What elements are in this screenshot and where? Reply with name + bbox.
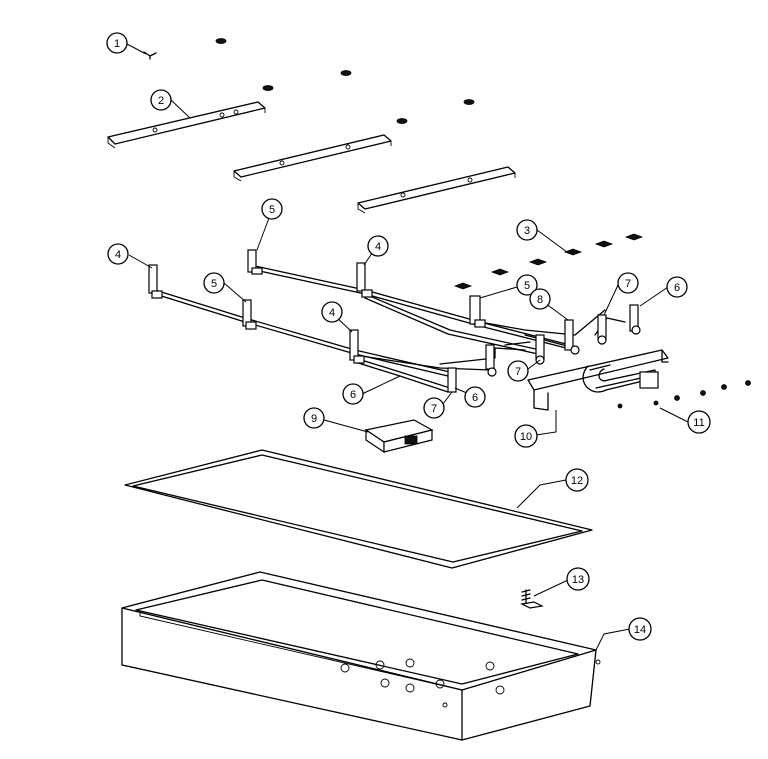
valve-5-left <box>242 299 257 330</box>
screw-13 <box>520 589 544 609</box>
callout-7a: 7 <box>423 397 445 419</box>
callout-12-label: 12 <box>571 475 583 487</box>
callout-1-label: 1 <box>114 38 120 50</box>
callout-5b-label: 5 <box>211 278 217 290</box>
valve-7-right <box>597 314 607 345</box>
callout-7b: 7 <box>507 360 529 382</box>
callout-6b: 6 <box>464 386 486 408</box>
callout-7c: 7 <box>617 272 639 294</box>
valve-5-right <box>469 295 486 328</box>
callout-4a: 4 <box>107 243 129 265</box>
callout-14-label: 14 <box>634 624 646 636</box>
gasket-frame <box>124 449 593 569</box>
callout-6c-label: 6 <box>674 282 680 294</box>
callout-10: 10 <box>514 424 538 448</box>
valve-4-left <box>148 264 163 299</box>
valve-4-mid <box>349 329 365 364</box>
valve-7-mid <box>535 334 545 365</box>
callout-3-label: 3 <box>524 225 530 237</box>
valve-5-top <box>247 249 263 275</box>
callout-14: 14 <box>628 617 652 641</box>
callout-6c: 6 <box>666 276 688 298</box>
valve-6-lower <box>447 367 457 393</box>
callout-13: 13 <box>566 567 590 591</box>
callout-5b: 5 <box>203 272 225 294</box>
callout-4b-label: 4 <box>375 241 381 253</box>
callout-12: 12 <box>565 468 589 492</box>
callout-5a-label: 5 <box>269 204 275 216</box>
bracket-strip-2 <box>233 134 392 182</box>
ignition-module <box>364 419 434 454</box>
valve-8 <box>564 319 580 355</box>
callout-4c-label: 4 <box>329 307 335 319</box>
callout-1: 1 <box>106 32 128 54</box>
callout-6a-label: 6 <box>350 389 356 401</box>
valve-4-top <box>356 262 373 298</box>
valve-6-right <box>629 304 641 335</box>
valve-7-lower <box>485 344 497 377</box>
callout-8: 8 <box>529 288 551 310</box>
bracket-strip-3 <box>357 166 516 214</box>
callout-7c-label: 7 <box>625 278 631 290</box>
wing-clips <box>453 233 644 290</box>
callout-7a-label: 7 <box>431 403 437 415</box>
callout-5a: 5 <box>261 198 283 220</box>
callout-13-label: 13 <box>572 574 584 586</box>
callout-4c: 4 <box>321 301 343 323</box>
callout-4a-label: 4 <box>115 249 121 261</box>
callout-11-label: 11 <box>693 417 704 429</box>
callout-2-label: 2 <box>158 95 164 107</box>
callout-6a: 6 <box>342 383 364 405</box>
callout-5c: 5 <box>516 274 538 296</box>
bottom-pan <box>121 571 601 741</box>
burner-brackets <box>107 101 516 214</box>
callout-9-label: 9 <box>311 413 317 425</box>
callout-5c-label: 5 <box>524 280 530 292</box>
callout-10-label: 10 <box>520 431 532 443</box>
manifold-bracket <box>527 349 751 411</box>
callout-7b-label: 7 <box>515 366 521 378</box>
valves <box>148 249 641 393</box>
screw-clips-top <box>143 38 475 124</box>
callout-6b-label: 6 <box>472 392 478 404</box>
callout-4b: 4 <box>367 235 389 257</box>
callout-2: 2 <box>150 89 172 111</box>
callout-8-label: 8 <box>537 294 543 306</box>
callout-9: 9 <box>303 407 325 429</box>
callouts: 1 2 3 4 4 4 5 5 5 6 6 6 7 7 7 8 9 10 11 … <box>106 32 711 641</box>
callout-11: 11 <box>687 410 711 434</box>
gas-tubes <box>154 265 626 393</box>
leader-lines <box>126 43 689 651</box>
callout-3: 3 <box>516 219 538 241</box>
bracket-strip-1 <box>107 101 266 149</box>
